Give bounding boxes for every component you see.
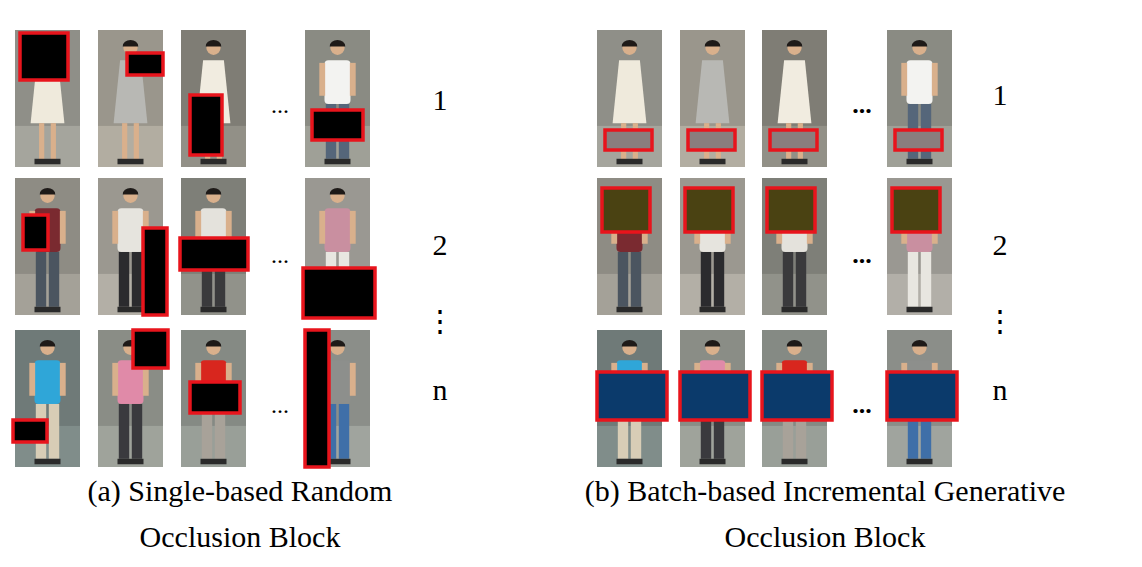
occlusion-block — [143, 228, 167, 315]
occlusion-block — [895, 130, 942, 150]
figure-caption: (b) Batch-based Incremental Generative O… — [535, 468, 1115, 560]
ellipsis: ... — [271, 92, 289, 119]
occlusion-block — [303, 268, 375, 318]
occlusion-block — [190, 382, 240, 413]
pedestrian-photo — [98, 30, 163, 167]
pedestrian-photo — [762, 178, 827, 315]
pedestrian-photo — [597, 178, 662, 315]
occlusion-block — [602, 188, 650, 232]
pedestrian-photo — [15, 178, 80, 315]
row-number: ⋮ — [425, 303, 455, 338]
occlusion-block — [688, 130, 735, 150]
row-number: 2 — [433, 228, 448, 262]
occlusion-block — [180, 238, 248, 270]
occlusion-block — [605, 130, 652, 150]
row-number: n — [993, 373, 1008, 407]
row-number: 1 — [433, 83, 448, 117]
pedestrian-photo — [15, 30, 80, 167]
occlusion-block — [887, 372, 957, 420]
pedestrian-photo — [181, 30, 246, 167]
row-number: ⋮ — [985, 303, 1015, 338]
pedestrian-photo — [680, 178, 745, 315]
ellipsis: ... — [852, 240, 872, 270]
occlusion-block — [190, 95, 222, 155]
pedestrian-photo — [181, 330, 246, 467]
occlusion-block — [305, 330, 329, 467]
occlusion-block — [892, 188, 940, 232]
figure-caption: (a) Single-based Random Occlusion Block — [50, 468, 430, 560]
occlusion-block — [685, 188, 733, 232]
pedestrian-photo — [887, 30, 952, 167]
occlusion-block — [597, 372, 667, 420]
occlusion-block — [770, 130, 817, 150]
ellipsis: ... — [271, 242, 289, 269]
row-number: 1 — [993, 78, 1008, 112]
occlusion-block — [762, 372, 832, 420]
occlusion-block — [312, 110, 363, 140]
occlusion-block — [133, 330, 168, 368]
occlusion-block — [127, 53, 163, 75]
occlusion-block — [13, 420, 47, 442]
pedestrian-photo — [305, 30, 370, 167]
occlusion-block — [767, 188, 815, 232]
ellipsis: ... — [852, 90, 872, 120]
occlusion-block — [23, 215, 48, 250]
occlusion-block — [20, 33, 68, 80]
pedestrian-photo — [15, 330, 80, 467]
pedestrian-photo — [597, 30, 662, 167]
row-number: n — [433, 373, 448, 407]
ellipsis: ... — [271, 392, 289, 419]
pedestrian-photo — [680, 30, 745, 167]
pedestrian-photo — [887, 178, 952, 315]
pedestrian-photo — [762, 30, 827, 167]
ellipsis: ... — [852, 390, 872, 420]
pedestrian-photo — [305, 330, 370, 467]
occlusion-block — [680, 372, 750, 420]
row-number: 2 — [993, 228, 1008, 262]
